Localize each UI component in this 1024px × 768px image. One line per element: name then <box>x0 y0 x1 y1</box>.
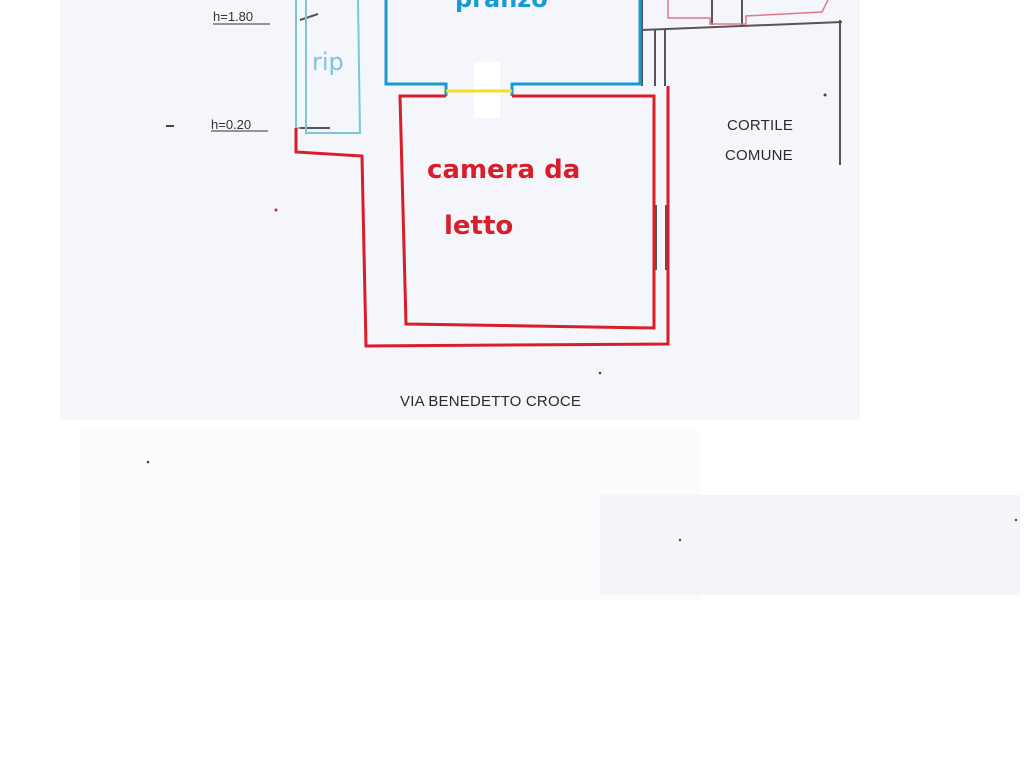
bedroom-outline-outer <box>294 86 670 348</box>
neighbor-outline <box>667 0 829 25</box>
storage-room-label: rip <box>312 48 344 76</box>
bedroom-outline-inner <box>398 94 656 330</box>
courtyard-label-line1: CORTILE <box>727 117 793 134</box>
dining-room-label: pranzo <box>455 0 548 13</box>
height-label-lower: h=0.20 <box>211 117 251 132</box>
scan-dots <box>146 93 1018 542</box>
street-label: VIA BENEDETTO CROCE <box>400 393 581 410</box>
courtyard-label-line2: COMUNE <box>725 147 793 164</box>
bedroom-label-line2: letto <box>444 211 513 241</box>
scan-background <box>60 0 1020 600</box>
walls <box>296 0 843 270</box>
bedroom-label-line1: camera da <box>427 155 580 185</box>
height-label-upper: h=1.80 <box>213 9 253 24</box>
